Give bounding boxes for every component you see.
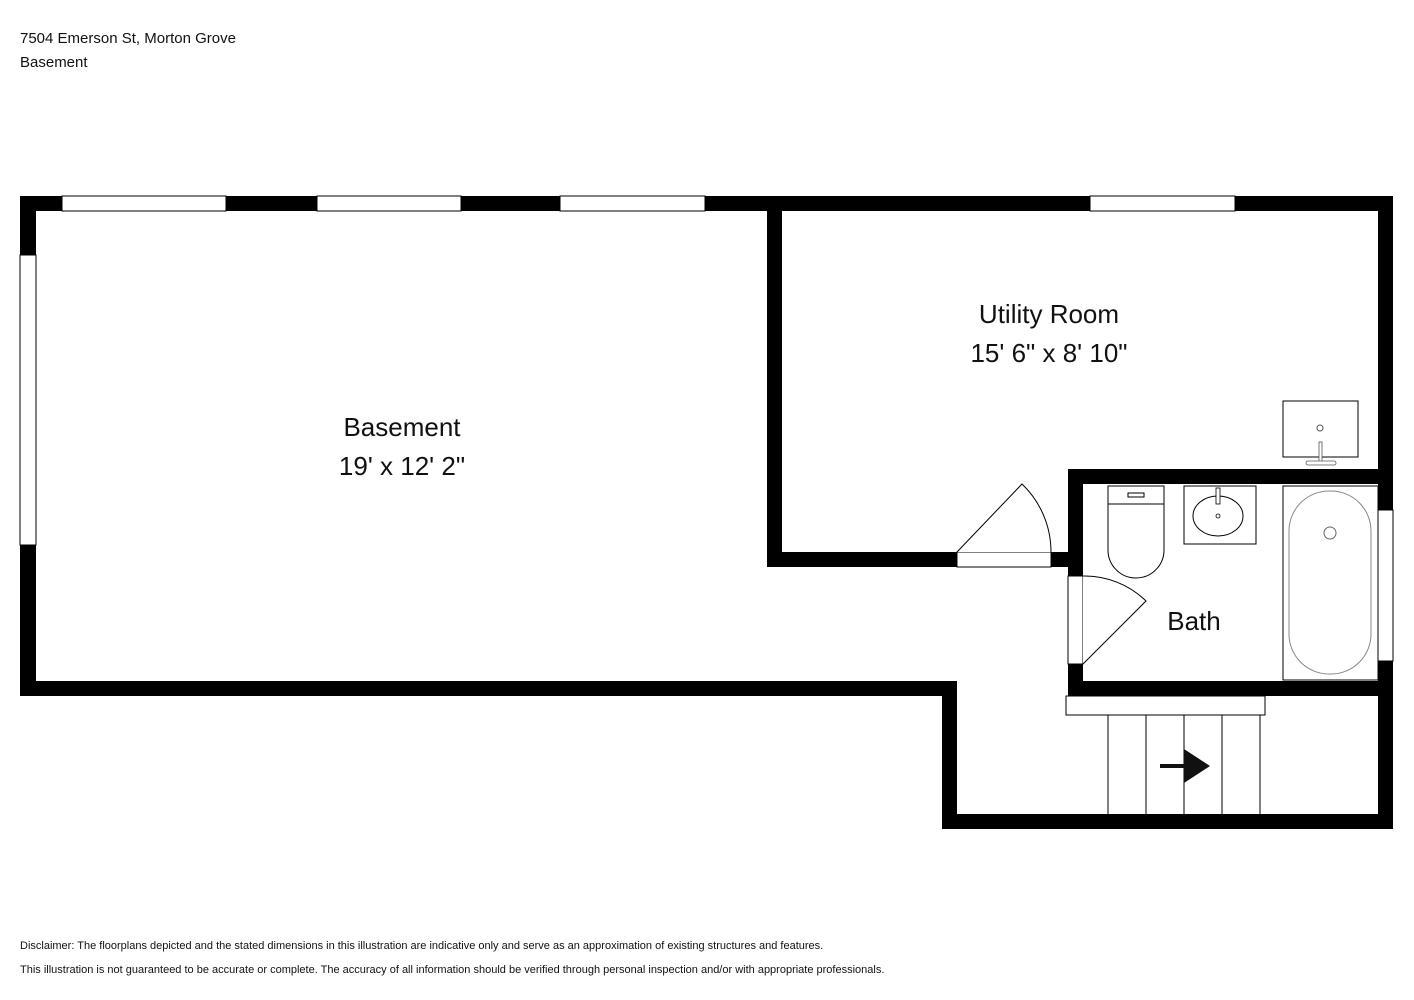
bath-sink-icon (1183, 485, 1257, 545)
room-name-bath: Bath (1167, 606, 1221, 636)
toilet-icon (1107, 485, 1165, 579)
utility-door (956, 483, 1052, 568)
room-dimensions-utility: 15' 6" x 8' 10" (970, 338, 1127, 368)
disclaimer-line-1: Disclaimer: The floorplans depicted and … (20, 940, 824, 952)
room-name-basement: Basement (343, 412, 461, 442)
stair-direction-arrow-icon (1160, 749, 1210, 783)
windows (19, 195, 1394, 662)
stairs (1065, 695, 1266, 814)
bathtub-icon (1282, 485, 1379, 681)
bath-door (1067, 575, 1147, 665)
utility-sink-icon (1282, 400, 1359, 466)
room-dimensions-basement: 19' x 12' 2" (339, 451, 465, 481)
address-title: 7504 Emerson St, Morton Grove (20, 30, 236, 47)
room-name-utility: Utility Room (979, 299, 1119, 329)
disclaimer-line-2: This illustration is not guaranteed to b… (20, 964, 885, 976)
floor-title: Basement (20, 54, 88, 71)
